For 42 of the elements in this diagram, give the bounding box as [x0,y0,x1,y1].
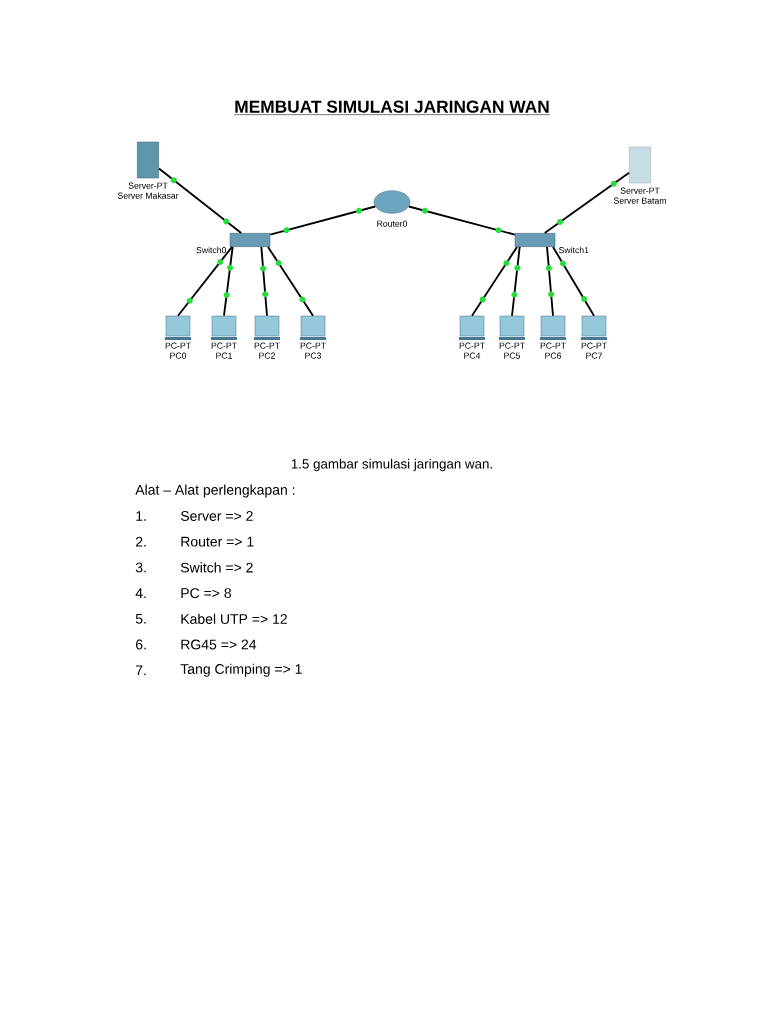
cable [177,246,233,317]
device-label: Server-PT Server Makasar [117,182,179,199]
device-label: PC-PT PC1 [211,342,237,359]
cable [511,246,521,317]
cable [269,205,377,236]
list-number: 5. [135,613,146,624]
device-label: PC-PT PC6 [540,342,566,359]
list-number: 4. [135,588,146,598]
list-item: Kabel UTP => 12 [181,613,287,624]
device-label: Switch1 [559,246,589,254]
device-label: Switch0 [196,246,227,254]
device-label: PC-PT PC2 [254,342,280,359]
device-label: PC-PT PC7 [581,342,607,359]
list-item: PC => 8 [181,588,231,599]
cable [471,246,518,317]
device-label: Router0 [377,220,408,227]
device-label: PC-PT PC3 [300,342,326,359]
list-number: 7. [136,665,146,675]
list-item: Tang Crimping => 1 [180,663,302,677]
list-item: RG45 => 24 [181,639,257,650]
list-item: Switch => 2 [180,562,253,573]
cable [407,205,516,236]
list-item: Router => 1 [181,536,254,547]
cable [552,246,595,317]
cable [260,246,268,317]
cable [543,171,630,234]
list-number: 1. [136,511,146,521]
device-label: PC-PT PC4 [459,342,485,359]
cable [223,246,234,317]
list-item: Server => 2 [180,511,253,521]
list-number: 3. [135,562,146,573]
list-heading: Alat – Alat perlengkapan : [135,484,295,498]
list-number: 2. [136,536,146,547]
list-number: 6. [136,639,146,650]
cable [267,246,314,317]
device-label: PC-PT PC5 [499,342,525,359]
device-label: Server-PT Server Batam [613,187,666,204]
title: MEMBUAT SIMULASI JARINGAN WAN [233,100,551,115]
caption: 1.5 gambar simulasi jaringan wan. [291,458,492,472]
cable [546,246,554,317]
device-label: PC-PT PC0 [165,342,191,359]
cable [158,167,243,234]
